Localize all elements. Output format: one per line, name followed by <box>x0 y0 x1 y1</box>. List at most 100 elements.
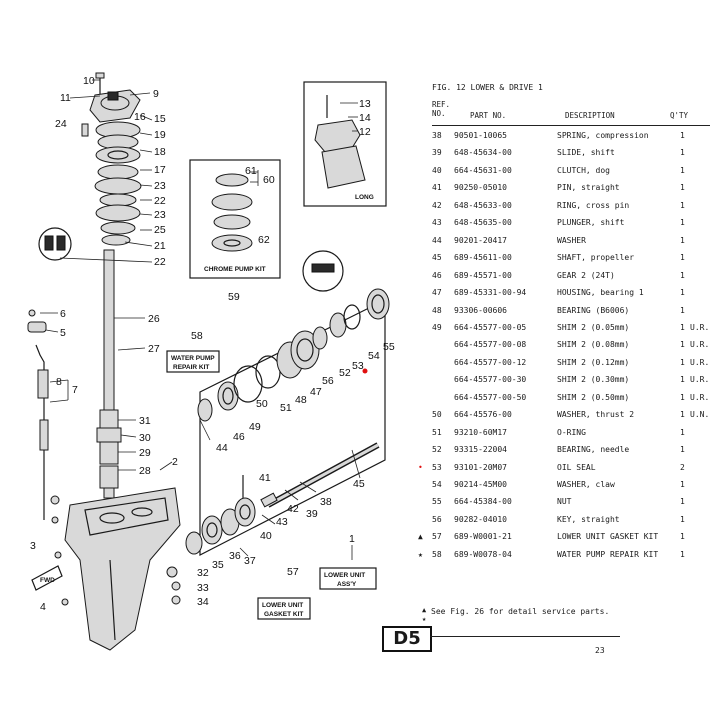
description-cell: HOUSING, bearing 1 <box>557 288 644 298</box>
qty-cell: 1 <box>680 322 685 332</box>
qty-cell: 1 <box>680 183 685 193</box>
qty-cell: 1 <box>680 497 685 507</box>
callout: 22 <box>154 256 166 268</box>
page-code-box: D5 <box>382 626 432 652</box>
header-description: DESCRIPTION <box>565 111 615 120</box>
note-cell: U.R. <box>690 340 710 350</box>
see-note: ▲★ See Fig. 26 for detail service parts. <box>422 605 609 623</box>
figure-title: FIG. 12 LOWER & DRIVE 1 <box>432 83 543 92</box>
callout: 50 <box>256 398 268 410</box>
header-part-no: PART NO. <box>470 111 507 120</box>
part-no-cell: 93306-00606 <box>454 305 507 315</box>
callout: 7 <box>72 384 78 396</box>
callout: 9 <box>153 88 159 100</box>
callout: 25 <box>154 224 166 236</box>
header-qty: Q'TY <box>670 111 689 120</box>
ref-no-cell: 52 <box>432 445 442 455</box>
driveshaft <box>96 249 122 499</box>
description-cell: PIN, straight <box>557 183 620 193</box>
note-cell: U.N. <box>690 410 710 420</box>
gasket-kit-line1: LOWER UNIT <box>262 602 303 609</box>
part-no-cell: 664-45577-00-12 <box>454 357 527 367</box>
ref-no-cell: 42 <box>432 200 442 210</box>
qty-cell: 1 <box>680 200 685 210</box>
qty-cell: 1 <box>680 253 685 263</box>
callout: 39 <box>306 508 318 520</box>
callout: 40 <box>260 530 272 542</box>
long-label: LONG <box>355 194 374 201</box>
callout: 13 <box>359 98 371 110</box>
callout: 45 <box>353 478 365 490</box>
callout: 8 <box>56 376 62 388</box>
callout: 41 <box>259 472 271 484</box>
description-cell: SHIM 2 (0.12mm) <box>557 357 630 367</box>
callout: 61 <box>245 165 257 177</box>
chrome-pump-kit-inset: CHROME PUMP KIT <box>189 159 281 279</box>
description-cell: CLUTCH, dog <box>557 165 610 175</box>
triangle-icons: ▲★ <box>422 606 427 623</box>
callout: 38 <box>320 496 332 508</box>
qty-cell: 1 <box>680 270 685 280</box>
callout: 29 <box>139 447 151 459</box>
ref-no-cell: 38 <box>432 131 442 140</box>
part-no-cell: 90201-20417 <box>454 235 507 245</box>
description-cell: WATER PUMP REPAIR KIT <box>557 549 659 559</box>
callout: 55 <box>383 341 395 353</box>
callout: 19 <box>154 129 166 141</box>
ref-no-cell: 54 <box>432 480 442 489</box>
fwd-label: FWD <box>40 577 55 584</box>
description-cell: O-RING <box>557 427 586 437</box>
description-cell: PLUNGER, shift <box>557 218 625 228</box>
callout: 28 <box>139 465 151 477</box>
part-no-cell: 93210-60M17 <box>454 427 507 437</box>
description-cell: NUT <box>557 497 572 507</box>
ref-no-cell: 50 <box>432 410 442 420</box>
callout: 57 <box>287 566 299 578</box>
part-no-cell: 90250-05010 <box>454 183 507 193</box>
qty-cell: 1 <box>680 340 685 350</box>
part-no-cell: 664-45576-00 <box>454 410 512 420</box>
ref-no-cell: 43 <box>432 218 442 228</box>
ref-no-cell: 48 <box>432 305 442 315</box>
callout: 27 <box>148 343 160 355</box>
callout: 4 <box>40 601 46 613</box>
water-pump-stack <box>38 72 142 261</box>
callout: 6 <box>60 308 66 320</box>
part-no-cell: 664-45577-00-08 <box>454 340 527 350</box>
ref-no-cell: 55 <box>432 497 442 507</box>
callout: 15 <box>154 113 166 125</box>
callout: 34 <box>197 596 209 608</box>
part-no-cell: 664-45577-00-05 <box>454 322 527 332</box>
qty-cell: 1 <box>680 392 685 402</box>
description-cell: GEAR 2 (24T) <box>557 270 615 280</box>
callout: 23 <box>154 180 166 192</box>
kit-boxes: WATER PUMP REPAIR KIT LOWER UNIT ASS'Y L… <box>166 350 377 620</box>
part-no-cell: 648-45634-00 <box>454 148 512 158</box>
qty-cell: 1 <box>680 532 685 542</box>
description-cell: SPRING, compression <box>557 131 649 140</box>
description-cell: SHIM 2 (0.08mm) <box>557 340 630 350</box>
ref-no-cell: 40 <box>432 165 442 175</box>
callout: 49 <box>249 421 261 433</box>
row-mark: ▲ <box>418 532 423 542</box>
ref-no-cell: 53 <box>432 462 442 472</box>
callout: 11 <box>60 92 71 104</box>
callout: 21 <box>154 240 166 252</box>
callout: 16 <box>134 111 146 123</box>
drain-screws <box>50 495 181 606</box>
qty-cell: 1 <box>680 514 685 524</box>
part-no-cell: 648-45633-00 <box>454 200 512 210</box>
page-code-rule <box>430 636 620 637</box>
ref-no-cell: 49 <box>432 322 442 332</box>
see-note-text: See Fig. 26 for detail service parts. <box>431 607 610 616</box>
callout: 59 <box>228 291 240 303</box>
